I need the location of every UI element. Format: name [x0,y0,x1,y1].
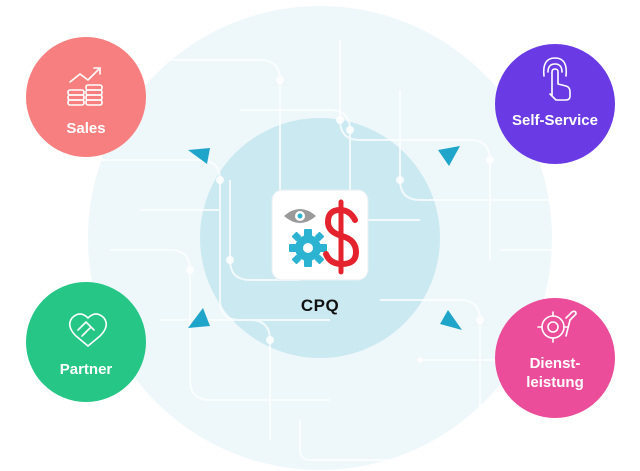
sales-label: Sales [66,120,106,137]
cpq-gear-dollar-icon [284,199,360,275]
gear-wrench-icon [537,310,577,343]
arrow-to-partner [188,308,210,328]
dienstleistung-node[interactable] [495,298,615,418]
partner-node[interactable] [26,282,146,402]
cpq-label: CPQ [300,296,340,315]
arrow-to-sales [188,148,210,164]
self-service-label: Self-Service [512,112,598,129]
dienstleistung-label-line2: leistung [526,374,584,391]
dienstleistung-label-line1: Dienst- [529,355,581,372]
partner-label: Partner [59,361,113,378]
self-service-node[interactable] [495,44,615,164]
growth-chart-coins-icon [67,67,103,106]
touch-hand-icon [542,57,571,101]
arrow-to-self-service [438,146,460,166]
handshake-icon [68,313,108,347]
arrow-to-dienstleistung [440,310,462,330]
dienstleistung-label: Dienst- leistung [505,354,605,392]
circuit-dots [147,57,494,363]
